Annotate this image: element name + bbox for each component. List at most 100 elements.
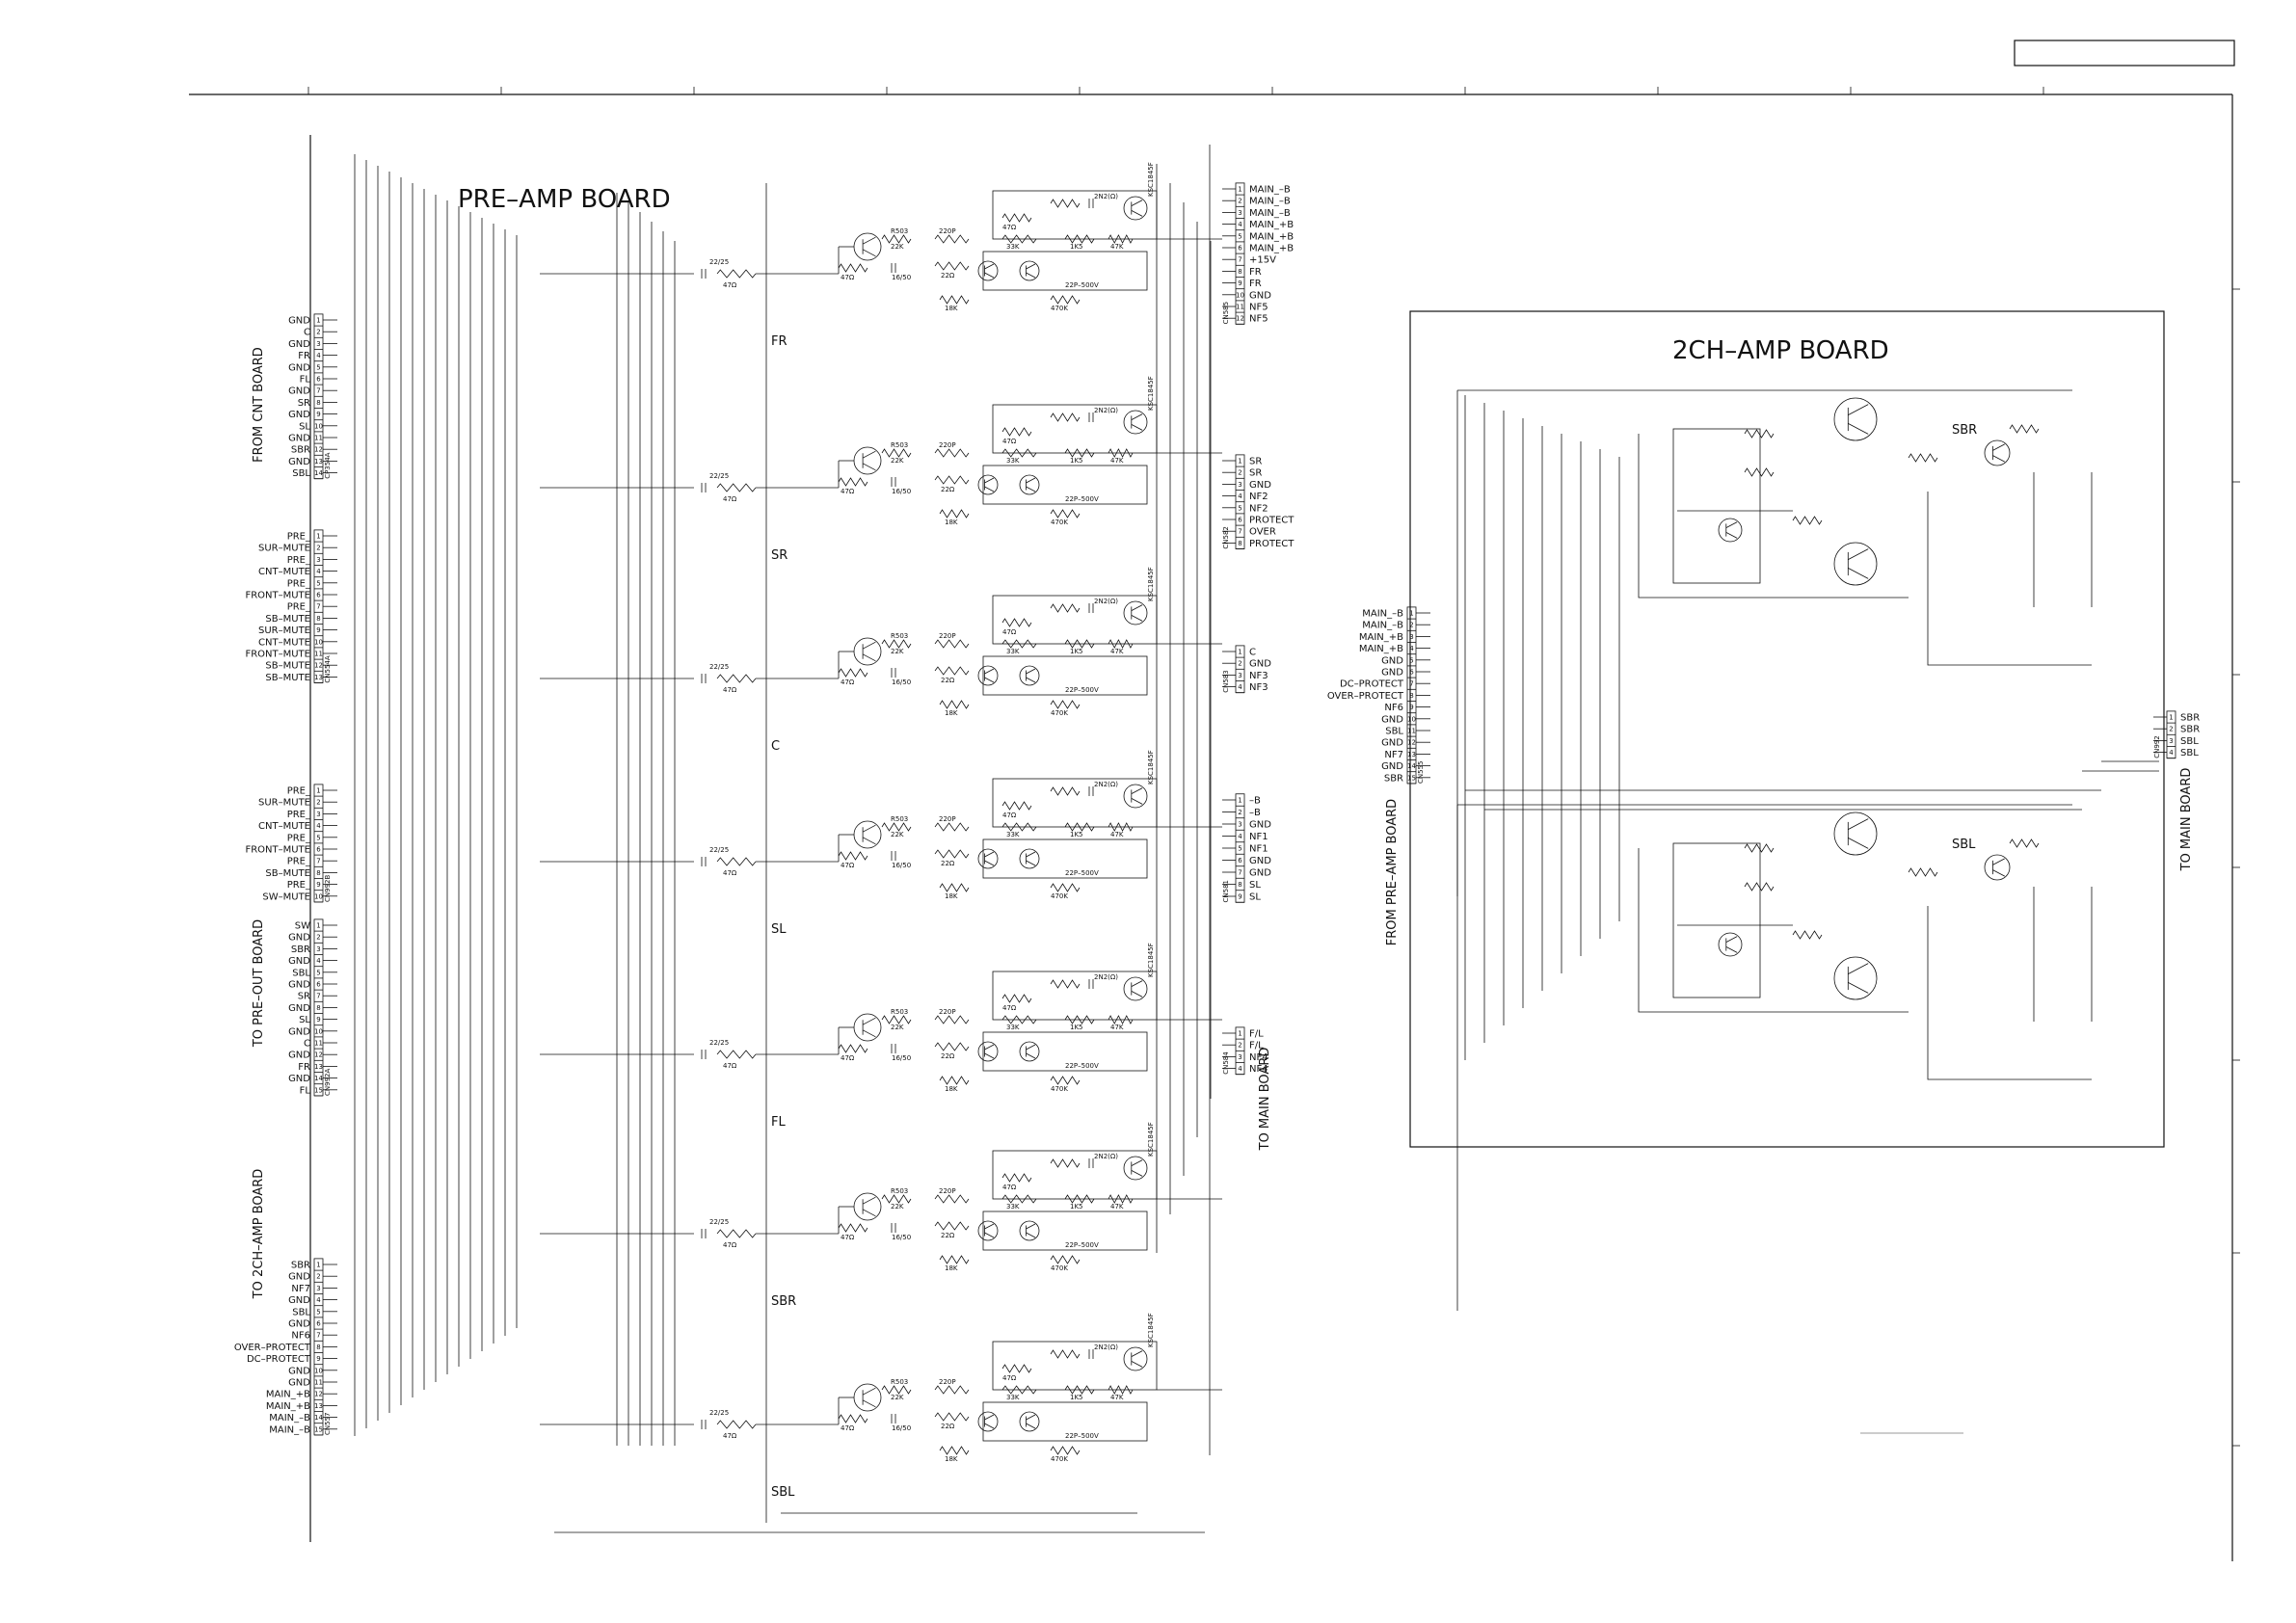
pin-label: GND (1381, 738, 1403, 749)
transistor-collector (1131, 980, 1143, 987)
pin-label: CNT–MUTE (258, 567, 310, 577)
pin-number: 6 (1238, 245, 1242, 253)
pin-label: C (304, 1039, 310, 1050)
driver-transistor-a (977, 1411, 999, 1432)
transistor-emitter (1848, 568, 1869, 579)
transistor-emitter (1026, 860, 1036, 866)
resistor-value: 22K (891, 648, 904, 655)
pin-label: MAIN_+B (1359, 632, 1403, 643)
transistor-emitter (1131, 991, 1143, 998)
pin-label: FR (1249, 267, 1262, 278)
resistor-value: 1K5 (1070, 243, 1083, 251)
driver-transistor-b (1019, 1411, 1040, 1432)
output-transistor-top (1833, 812, 1878, 856)
r503 (881, 234, 912, 244)
pin-number: 11 (1236, 304, 1244, 311)
transistor-body (853, 446, 882, 475)
input-cap (701, 269, 707, 279)
pin-label: MAIN_–B (1249, 197, 1291, 207)
transistor-body (1123, 1346, 1148, 1371)
transistor-emitter (1131, 424, 1143, 431)
resistor-value: 22Ω (941, 677, 955, 684)
resistor-value: 47Ω (841, 1234, 855, 1241)
c507 (1088, 979, 1094, 989)
r509 (1108, 448, 1134, 458)
r505 (1001, 639, 1037, 649)
wire (1927, 906, 2092, 1080)
pin-number: 2 (316, 1273, 320, 1281)
transistor-emitter (1848, 423, 1869, 435)
transistor-emitter (862, 1029, 876, 1038)
pin-label: GND (288, 434, 310, 444)
pin-label: GND (288, 1074, 310, 1084)
amp-box (982, 838, 1148, 879)
pin-label: SR (298, 992, 310, 1002)
pin-number: 14 (314, 1414, 323, 1422)
transistor-ref: KSC1845F (1147, 1122, 1155, 1157)
pin-number: 13 (314, 1063, 323, 1071)
transistor-ref: KSC1845F (1147, 567, 1155, 601)
pin-number: 11 (314, 651, 323, 658)
transistor-emitter (1026, 486, 1036, 492)
c502 (891, 1223, 896, 1233)
transistor-emitter (862, 653, 876, 662)
pin-number: 8 (1409, 692, 1413, 700)
transistor-collector (1026, 851, 1036, 858)
output-transistor (1123, 410, 1148, 435)
pin-number: 7 (316, 387, 320, 395)
amp-box (982, 251, 1148, 291)
pin-number: 9 (316, 1016, 320, 1024)
resistor-value: 47Ω (723, 869, 737, 877)
cap-value: 220P (939, 1378, 956, 1386)
transistor-collector (984, 263, 995, 270)
pin-label: GND (1381, 668, 1403, 678)
r507 (1064, 1385, 1095, 1395)
r510 (1050, 1349, 1081, 1359)
pin-number: 4 (1409, 645, 1414, 652)
connector-ref: CN582 (1222, 526, 1230, 549)
r505 (1001, 1015, 1037, 1024)
c507 (1088, 1349, 1094, 1359)
connector-ref: CN992B (324, 875, 332, 902)
pin-label: GND (288, 1003, 310, 1014)
resistor-value: 22K (891, 831, 904, 838)
r-22 (934, 1412, 970, 1422)
pin-number: 9 (1238, 893, 1241, 901)
pin-label: SB–MUTE (265, 673, 310, 683)
transistor-emitter (1848, 982, 1869, 994)
resistor-value: 47K (1110, 243, 1124, 251)
output-transistor (1123, 1346, 1148, 1371)
pre-amp-title: PRE–AMP BOARD (458, 185, 671, 214)
transistor-emitter (984, 1052, 995, 1059)
r1125 (1908, 453, 1938, 463)
pin-number: 2 (316, 329, 320, 336)
c502 (891, 1044, 896, 1053)
input-cap (701, 1420, 707, 1429)
output-transistor (1123, 784, 1148, 809)
resistor-ref: R503 (891, 441, 908, 449)
driver-transistor-b (1019, 665, 1040, 686)
resistor-value: 1K5 (1070, 1024, 1083, 1031)
pin-number: 5 (316, 969, 320, 976)
resistor-value: 47Ω (723, 686, 737, 694)
pin-number: 12 (314, 1391, 323, 1398)
pin-number: 5 (316, 1308, 320, 1316)
protect-transistor (1984, 854, 2011, 881)
transistor-body (1984, 439, 2011, 466)
pin-label: CNT–MUTE (258, 821, 310, 832)
resistor-value: 47K (1110, 648, 1124, 655)
transistor-emitter (1026, 677, 1036, 683)
transistor-body (1123, 600, 1148, 625)
output-transistor (1123, 976, 1148, 1001)
transistor-body (853, 1192, 882, 1221)
pin-label: MAIN_–B (269, 1413, 310, 1423)
pin-label: NF5 (1249, 303, 1268, 313)
resistor-value: 18K (945, 305, 958, 312)
pin-label: GND (288, 410, 310, 420)
driver-transistor-a (977, 1220, 999, 1241)
transistor-body (1019, 665, 1040, 686)
resistor-value: 470K (1051, 709, 1068, 717)
pin-label: –B (1249, 808, 1261, 818)
pin-label: SBR (1384, 773, 1403, 784)
driver-box (1672, 842, 1761, 998)
